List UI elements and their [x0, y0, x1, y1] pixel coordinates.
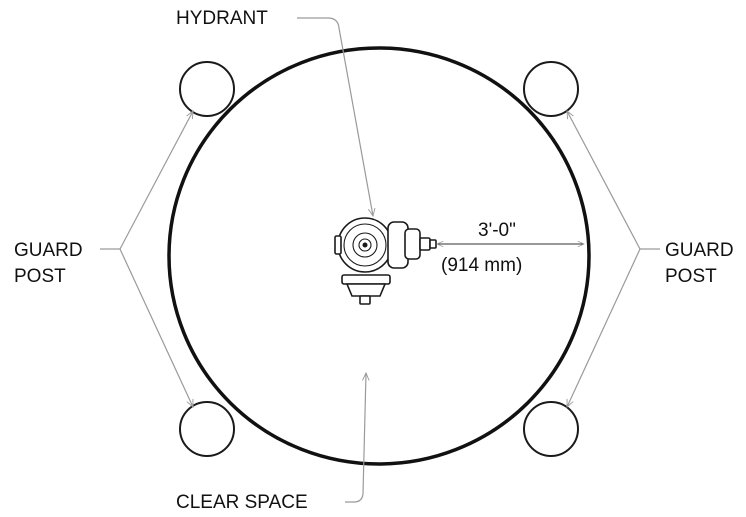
guard-post-left-label-line2: POST: [14, 266, 66, 287]
guard-post-top-left: [179, 61, 235, 117]
hydrant-leader: [297, 17, 373, 216]
hydrant-icon: [334, 217, 437, 305]
guard-post-left-label-line1: GUARD: [14, 240, 83, 261]
guard-post-right-label-line2: POST: [665, 266, 717, 287]
guard-post-right-leader-bottom: [566, 248, 641, 407]
guard-post-bottom-left: [179, 401, 235, 457]
guard-post-left-leader-bottom: [119, 248, 194, 407]
dimension-imperial: 3'-0": [478, 220, 516, 241]
guard-post-right-leader-top: [567, 111, 641, 250]
hydrant-label: HYDRANT: [176, 8, 268, 29]
guard-post-top-right: [523, 61, 579, 117]
guard-post-right-label-line1: GUARD: [665, 240, 734, 261]
dimension-metric: (914 mm): [441, 255, 522, 276]
clear-space-leader: [345, 373, 366, 503]
clear-space-circle: [167, 46, 591, 466]
guard-post-bottom-right: [523, 401, 579, 457]
guard-post-left-leader-top: [119, 111, 193, 250]
clear-space-label: CLEAR SPACE: [176, 492, 308, 513]
